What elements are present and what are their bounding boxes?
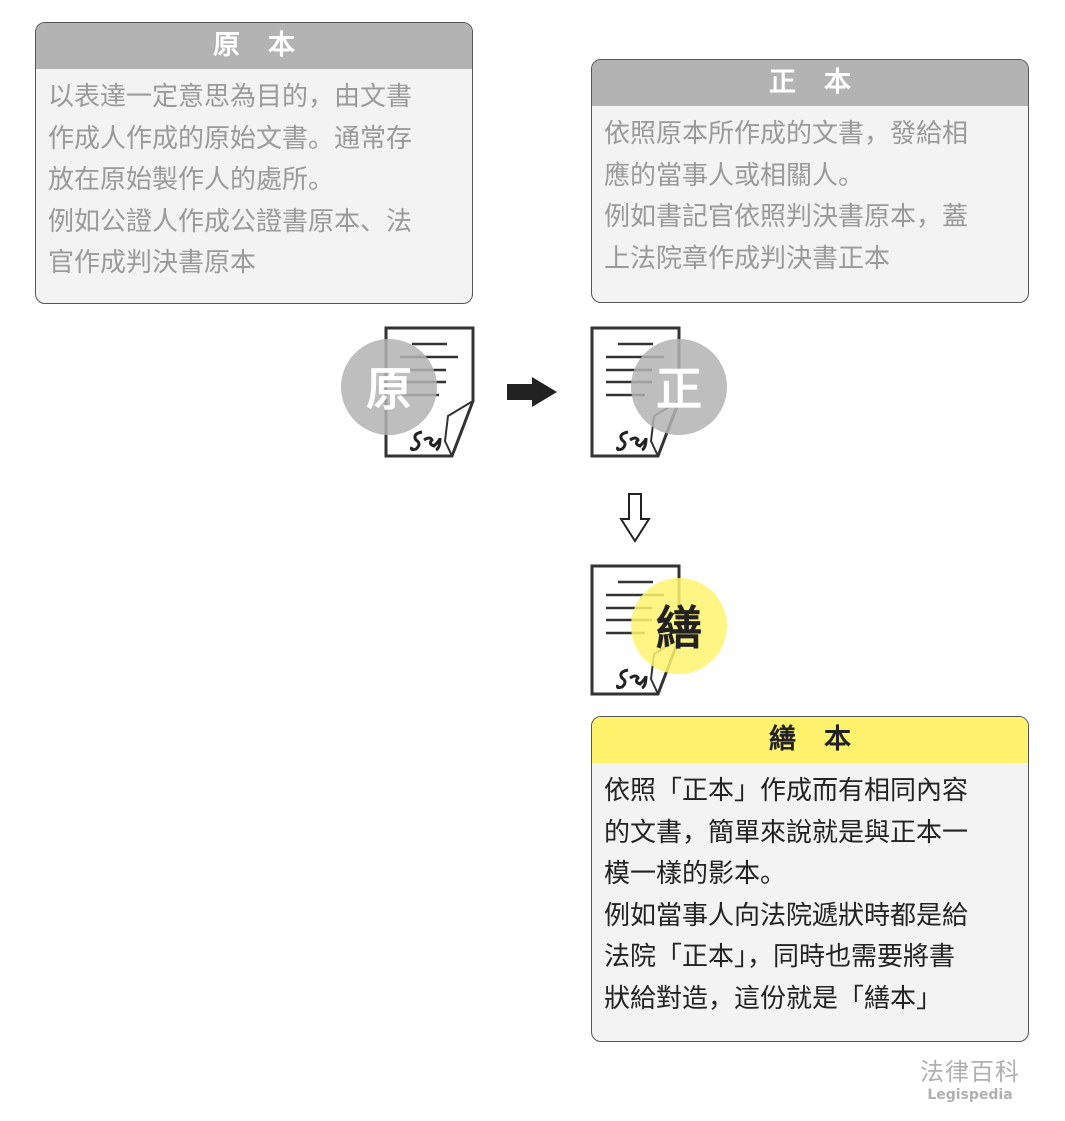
brand-name-en: Legispedia	[927, 1087, 1013, 1103]
text-line: 例如書記官依照判決書原本，蓋	[604, 202, 969, 232]
text-line: 應的當事人或相關人。	[604, 160, 865, 191]
original-badge-text: 原	[366, 362, 412, 416]
copy-badge: 繕	[631, 578, 727, 674]
text-line: 模一樣的影本。	[604, 859, 787, 889]
original-badge: 原	[341, 339, 437, 435]
original-title: 原本	[36, 23, 472, 69]
text-line: 官作成判決書原本	[48, 248, 257, 278]
copy-description: 依照「正本」作成而有相同內容 的文書，簡單來說就是與正本一 模一樣的影本。 例如…	[592, 763, 1028, 1030]
arrow-right-icon	[507, 377, 557, 407]
legispedia-logo: 法律百科 Legispedia	[905, 1052, 1035, 1103]
arrow-down-icon	[619, 493, 651, 543]
brand-name-zh: 法律百科	[920, 1058, 1020, 1086]
certified-badge: 正	[631, 339, 727, 435]
text-line: 法院「正本」，同時也需要將書	[604, 942, 956, 972]
text-line: 狀給對造，這份就是「繕本」	[604, 983, 943, 1014]
original-description: 以表達一定意思為目的，由文書 作成人作成的原始文書。通常存 放在原始製作人的處所…	[36, 69, 472, 295]
text-line: 依照原本所作成的文書，發給相	[604, 119, 969, 149]
certified-description: 依照原本所作成的文書，發給相 應的當事人或相關人。 例如書記官依照判決書原本，蓋…	[592, 106, 1028, 290]
certified-title: 正本	[592, 60, 1028, 106]
text-line: 例如公證人作成公證書原本、法	[48, 206, 413, 237]
text-line: 放在原始製作人的處所。	[48, 165, 335, 195]
duplicate-copy-card: 繕本 依照「正本」作成而有相同內容 的文書，簡單來說就是與正本一 模一樣的影本。…	[591, 716, 1029, 1042]
original-card: 原本 以表達一定意思為目的，由文書 作成人作成的原始文書。通常存 放在原始製作人…	[35, 22, 473, 304]
copy-badge-text: 繕	[656, 601, 702, 655]
copy-title: 繕本	[592, 717, 1028, 763]
text-line: 的文書，簡單來說就是與正本一	[604, 817, 969, 848]
text-line: 例如當事人向法院遞狀時都是給	[604, 900, 969, 931]
text-line: 上法院章作成判決書正本	[604, 243, 891, 274]
text-line: 作成人作成的原始文書。通常存	[48, 123, 413, 154]
certified-copy-card: 正本 依照原本所作成的文書，發給相 應的當事人或相關人。 例如書記官依照判決書原…	[591, 59, 1029, 303]
text-line: 依照「正本」作成而有相同內容	[604, 776, 969, 806]
certified-badge-text: 正	[656, 362, 702, 416]
text-line: 以表達一定意思為目的，由文書	[48, 82, 413, 112]
